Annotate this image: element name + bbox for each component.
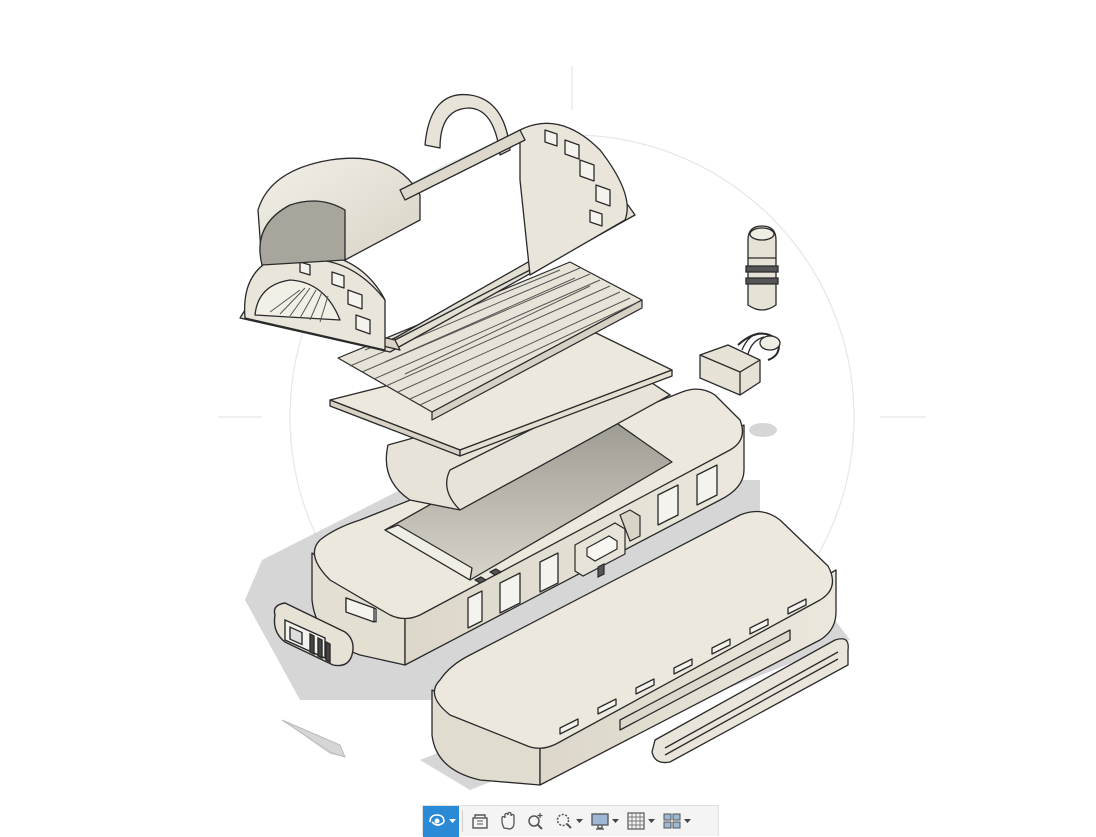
grid-snaps-button[interactable] xyxy=(622,806,658,837)
dome-assembly xyxy=(239,93,636,353)
chevron-down-icon[interactable] xyxy=(647,806,655,837)
plug-part xyxy=(745,225,779,311)
fit-window-icon xyxy=(556,813,572,829)
pan-hand-icon xyxy=(501,811,515,830)
orbit-icon xyxy=(429,814,445,826)
zoom-button[interactable] xyxy=(522,806,550,837)
connector-block xyxy=(699,332,781,396)
chevron-down-icon[interactable] xyxy=(683,806,691,837)
chevron-down-icon[interactable] xyxy=(448,806,456,837)
viewports-button[interactable] xyxy=(658,806,694,837)
small-fragment xyxy=(281,719,346,758)
display-settings-button[interactable] xyxy=(586,806,622,837)
zoom-icon xyxy=(528,813,543,830)
side-cap xyxy=(273,602,354,667)
viewports-icon xyxy=(663,813,681,829)
pan-hand-button[interactable] xyxy=(494,806,522,837)
tray-lid xyxy=(431,510,837,786)
navigation-toolbar xyxy=(422,805,719,837)
toolbar-separator xyxy=(462,810,463,832)
grid-snaps-icon xyxy=(627,812,645,830)
look-at-button[interactable] xyxy=(466,806,494,837)
fit-window-button[interactable] xyxy=(550,806,586,837)
control-panel xyxy=(574,509,641,578)
inner-cradle xyxy=(385,374,672,511)
orbit-button[interactable] xyxy=(423,805,459,837)
display-settings-icon xyxy=(591,813,609,830)
model-canvas[interactable] xyxy=(0,0,1096,805)
look-at-icon xyxy=(472,814,488,829)
slide-rail xyxy=(651,638,849,764)
chevron-down-icon[interactable] xyxy=(575,806,583,837)
flat-panel xyxy=(329,332,673,457)
chevron-down-icon[interactable] xyxy=(611,806,619,837)
